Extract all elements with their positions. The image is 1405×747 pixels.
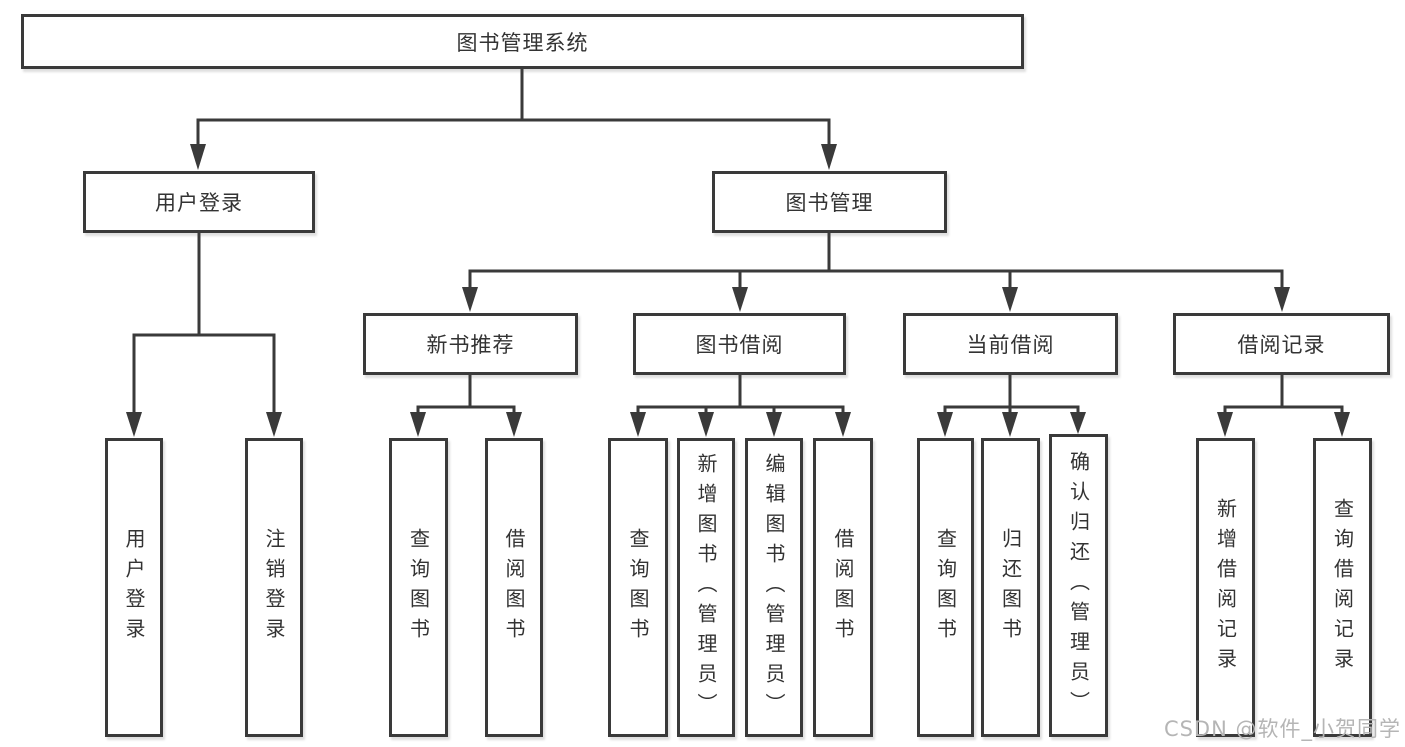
leaf-recommend-borrow-books-label: 借阅图书 — [502, 527, 526, 648]
leaf-confirm-return-admin: 确认归还（管理员） — [1049, 434, 1108, 737]
node-book-mgmt-label: 图书管理 — [785, 191, 874, 215]
arrowhead-current-borrow — [1002, 287, 1018, 312]
node-book-borrow-label: 图书借阅 — [695, 333, 784, 357]
leaf-edit-books-admin-label: 编辑图书（管理员） — [762, 452, 786, 723]
arrowhead-book-mgmt — [821, 144, 837, 170]
leaf-edit-books-admin: 编辑图书（管理员） — [745, 438, 803, 737]
node-borrow-records-label: 借阅记录 — [1237, 333, 1326, 357]
node-root-label: 图书管理系统 — [456, 30, 589, 55]
leaf-query-borrow-record: 查询借阅记录 — [1313, 438, 1372, 737]
leaf-add-borrow-record: 新增借阅记录 — [1196, 438, 1255, 737]
leaf-return-books: 归还图书 — [981, 438, 1040, 737]
leaf-current-query-books-label: 查询图书 — [933, 527, 958, 648]
leaf-recommend-query-books: 查询图书 — [389, 438, 448, 737]
node-borrow-records: 借阅记录 — [1173, 313, 1390, 375]
node-current-borrow-label: 当前借阅 — [966, 333, 1055, 357]
arrowhead-cur-confirm — [1070, 412, 1086, 434]
leaf-query-borrow-record-label: 查询借阅记录 — [1330, 497, 1355, 678]
leaf-borrow-query-books-label: 查询图书 — [626, 527, 650, 648]
arrowhead-leaf-login — [126, 412, 142, 437]
leaf-user-login: 用户登录 — [105, 438, 163, 737]
arrowhead-bor-edit — [766, 412, 782, 437]
leaf-recommend-borrow-books: 借阅图书 — [485, 438, 543, 737]
arrowhead-bor-add — [698, 412, 714, 437]
leaf-current-query-books: 查询图书 — [917, 438, 974, 737]
leaf-borrow-query-books: 查询图书 — [608, 438, 668, 737]
leaf-add-books-admin: 新增图书（管理员） — [677, 438, 735, 737]
arrowhead-rec-query — [410, 412, 426, 437]
leaf-borrow-books-label: 借阅图书 — [831, 527, 855, 648]
arrowhead-cur-return — [1002, 412, 1018, 437]
leaf-add-borrow-record-label: 新增借阅记录 — [1213, 497, 1238, 678]
arrowhead-book-borrow — [732, 287, 748, 312]
leaf-user-login-label: 用户登录 — [122, 527, 146, 648]
leaf-return-books-label: 归还图书 — [998, 527, 1023, 648]
node-user-login-label: 用户登录 — [155, 191, 243, 215]
csdn-watermark: CSDN @软件_小贺同学 — [1163, 717, 1401, 741]
node-book-borrow: 图书借阅 — [633, 313, 846, 375]
arrowhead-new-books — [462, 287, 478, 312]
leaf-add-books-admin-label: 新增图书（管理员） — [694, 452, 718, 723]
arrowhead-user-login — [190, 144, 206, 170]
leaf-logout-label: 注销登录 — [262, 527, 286, 648]
node-new-books: 新书推荐 — [363, 313, 578, 375]
node-root: 图书管理系统 — [21, 14, 1024, 69]
arrowhead-borrow-records — [1274, 287, 1290, 312]
arrowhead-recs-query — [1334, 412, 1350, 437]
leaf-borrow-books: 借阅图书 — [813, 438, 873, 737]
node-new-books-label: 新书推荐 — [426, 333, 515, 357]
node-current-borrow: 当前借阅 — [903, 313, 1118, 375]
leaf-recommend-query-books-label: 查询图书 — [406, 527, 431, 648]
arrowhead-bor-borrow — [835, 412, 851, 437]
leaf-logout: 注销登录 — [245, 438, 303, 737]
node-user-login: 用户登录 — [83, 171, 315, 233]
arrowhead-leaf-logout — [266, 412, 282, 437]
arrowhead-rec-borrow — [506, 412, 522, 437]
arrowhead-bor-query — [630, 412, 646, 437]
arrowhead-cur-query — [937, 412, 953, 437]
node-book-mgmt: 图书管理 — [712, 171, 947, 233]
arrowhead-recs-add — [1217, 412, 1233, 437]
leaf-confirm-return-admin-label: 确认归还（管理员） — [1066, 450, 1091, 721]
